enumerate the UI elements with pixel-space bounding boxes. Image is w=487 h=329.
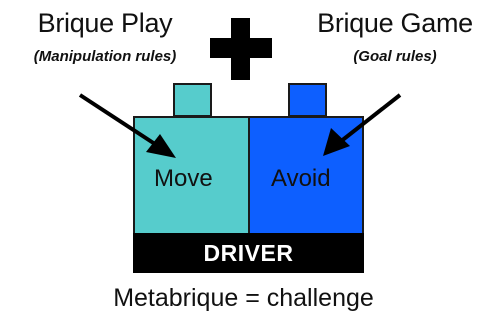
brick-stud-right <box>288 83 327 117</box>
move-label: Move <box>154 165 213 192</box>
driver-base-label: DRIVER <box>133 233 364 273</box>
right-arrow-icon <box>323 93 402 156</box>
avoid-label: Avoid <box>271 165 331 192</box>
brique-play-title: Brique Play <box>37 8 173 38</box>
metabrique-caption: Metabrique = challenge <box>113 284 374 312</box>
left-arrow-icon <box>78 93 176 158</box>
goal-rules-subtitle: (Goal rules) <box>353 48 437 65</box>
plus-icon <box>210 38 272 58</box>
brique-game-title: Brique Game <box>317 8 473 38</box>
manipulation-rules-subtitle: (Manipulation rules) <box>33 48 177 65</box>
